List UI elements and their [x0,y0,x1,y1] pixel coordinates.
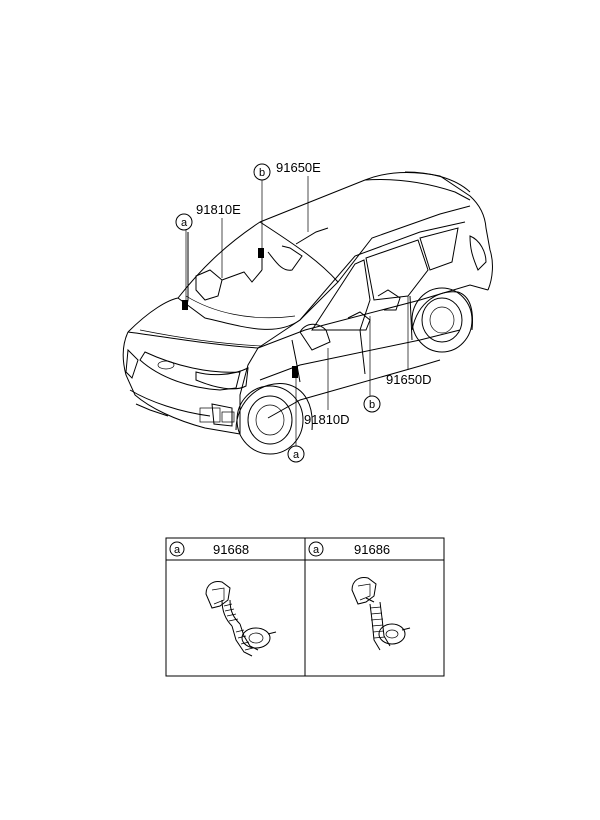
label-91810E: 91810E [196,202,241,217]
parts-table: a 91668 a 91686 [165,537,445,677]
circle-a-top: a [175,213,193,231]
circle-b-bottom-letter: b [369,399,375,411]
grommet-91686-illustration [351,577,411,651]
callout-leaders [185,176,409,446]
grommet-91668-illustration [205,581,277,657]
table-cell-2-header: a 91686 [308,541,390,557]
label-91650E: 91650E [276,160,321,175]
circle-b-bottom: b [363,395,381,413]
table-cell-2-part: 91686 [354,542,390,557]
circle-a-bottom-letter: a [293,449,300,461]
table-cell-1-header: a 91668 [169,541,249,557]
circle-b-top-letter: b [259,167,265,179]
circle-a-bottom: a [287,445,305,463]
circle-b-top: b [253,163,271,181]
table-cell-1-ref: a [174,544,181,556]
label-91650D: 91650D [386,372,432,387]
label-91810D: 91810D [304,412,350,427]
table-cell-2-ref: a [313,544,320,556]
car-illustration [122,171,493,455]
table-cell-1-part: 91668 [213,542,249,557]
circle-a-top-letter: a [181,217,188,229]
